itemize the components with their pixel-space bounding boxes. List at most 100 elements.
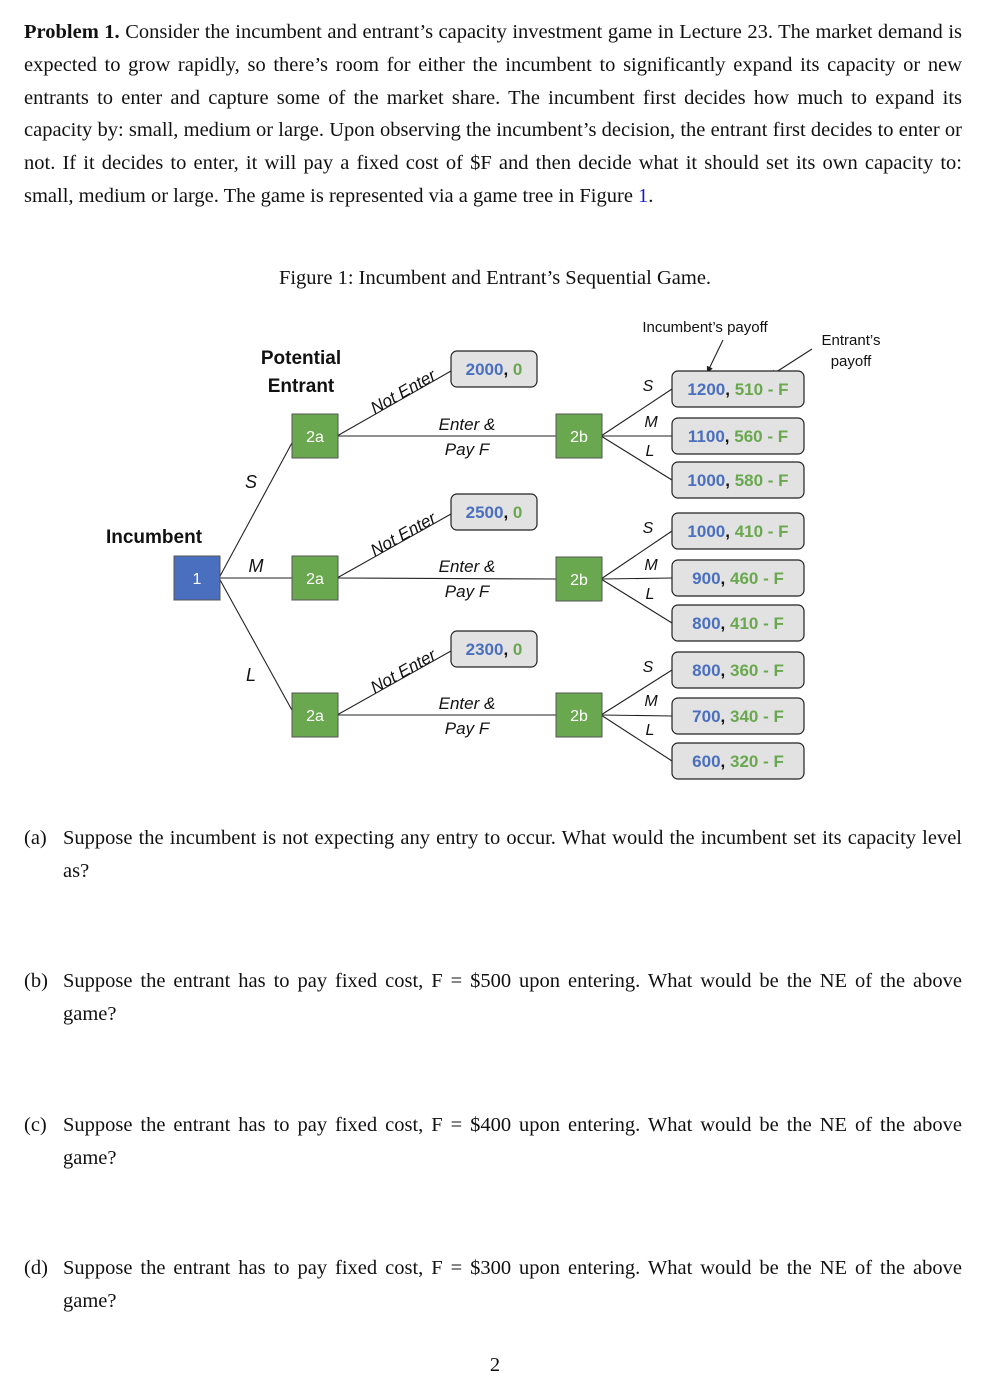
- payoff-enter-m-m-text: 900, 460 - F: [692, 569, 784, 588]
- entrant-node-2a-s: [291, 413, 339, 459]
- figure-caption: Figure 1: Incumbent and Entrant’s Sequen…: [278, 267, 712, 289]
- question-a: (a) Suppose the incumbent is not expecti…: [24, 822, 962, 888]
- edge-incumbent-l: [218, 577, 294, 713]
- tree-nodes: [173, 350, 805, 780]
- payoff-enter-l-s-text: 800, 360 - F: [692, 661, 784, 680]
- edge-entrant-capacity-m-l: [600, 578, 673, 624]
- payoff-not-enter-l: [450, 630, 538, 668]
- payoff-enter-m-s: [671, 512, 805, 550]
- question-b-label: (b): [24, 970, 48, 992]
- incumbent-payoff-arrow: [706, 339, 724, 374]
- payoff-enter-s-m: [671, 417, 805, 455]
- payoff-enter-l-l-text: 600, 320 - F: [692, 752, 784, 771]
- payoff-enter-l-m-text: 700, 340 - F: [692, 707, 784, 726]
- edge-incumbent-s: [218, 440, 294, 579]
- game-tree-figure: IncumbentPotentialEntrantSMLIncumbent’s …: [106, 319, 881, 780]
- entrant-node-2a-l-label: 2a: [306, 708, 324, 725]
- payoff-not-enter-s-text: 2000, 0: [466, 360, 523, 379]
- not-enter-label-l: Not Enter: [367, 645, 440, 697]
- problem-statement: Problem 1. Consider the incumbent and en…: [24, 16, 962, 213]
- incumbent-node-label: 1: [193, 571, 202, 588]
- payoff-not-enter-m: [450, 493, 538, 531]
- payoff-enter-s-m-text: 1100, 560 - F: [688, 427, 788, 446]
- problem-body: Consider the incumbent and entrant’s cap…: [24, 21, 962, 207]
- payoff-enter-l-s: [671, 651, 805, 689]
- payoff-enter-s-s-text: 1200, 510 - F: [687, 380, 788, 399]
- payoff-enter-m-l-text: 800, 410 - F: [692, 614, 784, 633]
- payoff-enter-s-l: [671, 461, 805, 499]
- incumbent-payoff-label: Incumbent’s payoff: [642, 319, 768, 336]
- incumbent-label: Incumbent: [106, 527, 203, 548]
- not-enter-label-m: Not Enter: [367, 508, 440, 560]
- entrant-move-l-l: L: [646, 722, 655, 739]
- potential-entrant-label-line2: Entrant: [268, 376, 335, 397]
- entrant-node-2a-l: [291, 692, 339, 738]
- entrant-payoff-label-line1: Entrant’s: [822, 332, 881, 349]
- entrant-node-2b-l: [555, 692, 603, 738]
- edge-entrant-capacity-m-m: [600, 577, 673, 580]
- payoff-enter-m-m: [671, 559, 805, 597]
- entrant-node-2b-s: [555, 413, 603, 459]
- entrant-move-s-s: S: [643, 378, 654, 395]
- incumbent-node: [173, 555, 221, 601]
- edge-not-enter-m: [336, 513, 452, 579]
- payoff-enter-s-l-text: 1000, 580 - F: [687, 471, 788, 490]
- question-c: (c) Suppose the entrant has to pay fixed…: [24, 1109, 962, 1175]
- question-d: (d) Suppose the entrant has to pay fixed…: [24, 1252, 962, 1318]
- entrant-node-2b-m: [555, 556, 603, 602]
- enter-label-line2-m: Pay F: [445, 582, 491, 601]
- enter-label-line1-m: Enter &: [439, 557, 496, 576]
- incumbent-move-l: L: [246, 665, 256, 685]
- payoff-enter-s-s: [671, 370, 805, 408]
- enter-label-line1-l: Enter &: [439, 694, 496, 713]
- entrant-node-2b-s-label: 2b: [570, 429, 588, 446]
- entrant-move-m-s: M: [644, 414, 658, 431]
- question-d-label: (d): [24, 1257, 48, 1279]
- edge-enter-m: [336, 577, 558, 580]
- entrant-node-2b-l-label: 2b: [570, 708, 588, 725]
- entrant-node-2b-m-label: 2b: [570, 572, 588, 589]
- edge-not-enter-s: [336, 370, 452, 437]
- tree-edges: [218, 339, 813, 762]
- problem-heading: Problem 1.: [24, 21, 120, 43]
- entrant-payoff-label-line2: payoff: [831, 353, 872, 370]
- entrant-node-2a-m: [291, 555, 339, 601]
- payoff-enter-m-s-text: 1000, 410 - F: [687, 522, 788, 541]
- entrant-move-s-l: S: [643, 659, 654, 676]
- question-c-text: Suppose the entrant has to pay fixed cos…: [63, 1114, 962, 1169]
- question-a-label: (a): [24, 827, 47, 849]
- question-a-text: Suppose the incumbent is not expecting a…: [63, 827, 962, 882]
- entrant-node-2a-s-label: 2a: [306, 429, 324, 446]
- payoff-enter-l-l: [671, 742, 805, 780]
- edge-not-enter-l: [336, 650, 452, 716]
- edge-entrant-capacity-s-s: [600, 388, 673, 437]
- edge-entrant-capacity-m-s: [600, 530, 673, 580]
- entrant-move-m-m: M: [644, 557, 658, 574]
- question-c-label: (c): [24, 1114, 47, 1136]
- not-enter-label-s: Not Enter: [367, 365, 440, 418]
- question-b-text: Suppose the entrant has to pay fixed cos…: [63, 970, 962, 1025]
- entrant-move-s-m: S: [643, 520, 654, 537]
- edge-entrant-capacity-l-s: [600, 669, 673, 716]
- entrant-move-l-s: L: [646, 443, 655, 460]
- entrant-move-l-m: L: [646, 586, 655, 603]
- payoff-enter-m-l: [671, 604, 805, 642]
- incumbent-move-s: S: [245, 472, 257, 492]
- payoff-enter-l-m: [671, 697, 805, 735]
- entrant-move-m-l: M: [644, 693, 658, 710]
- enter-label-line1-s: Enter &: [439, 415, 496, 434]
- question-d-text: Suppose the entrant has to pay fixed cos…: [63, 1257, 962, 1312]
- incumbent-move-m: M: [249, 556, 264, 576]
- figure-reference-link[interactable]: 1: [638, 184, 649, 207]
- edge-entrant-capacity-l-m: [600, 714, 673, 717]
- enter-label-line2-s: Pay F: [445, 440, 491, 459]
- payoff-not-enter-s: [450, 350, 538, 388]
- tree-labels: IncumbentPotentialEntrantSMLIncumbent’s …: [106, 319, 881, 771]
- edge-entrant-capacity-s-l: [600, 435, 673, 481]
- payoff-not-enter-m-text: 2500, 0: [466, 503, 523, 522]
- problem-body-end: .: [648, 184, 654, 207]
- edge-entrant-capacity-l-l: [600, 714, 673, 762]
- payoff-not-enter-l-text: 2300, 0: [466, 640, 523, 659]
- entrant-node-2a-m-label: 2a: [306, 571, 324, 588]
- page-number: 2: [489, 1354, 501, 1376]
